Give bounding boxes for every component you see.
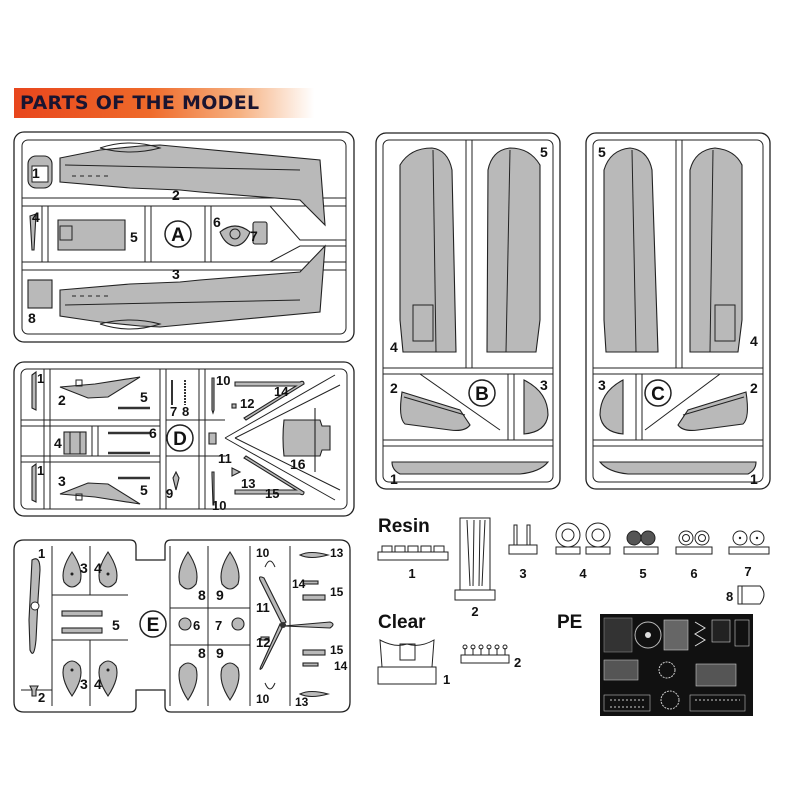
part-label: 12 bbox=[240, 396, 254, 411]
sprue-c: C 1 2 3 4 5 bbox=[585, 132, 771, 490]
part-label: 5 bbox=[112, 617, 120, 633]
part-label: 4 bbox=[94, 560, 102, 576]
part-label: 1 bbox=[32, 165, 40, 181]
part-label: 2 bbox=[38, 690, 45, 705]
part-label: 15 bbox=[265, 486, 279, 501]
part-label: 3 bbox=[172, 266, 180, 282]
part-label: 8 bbox=[198, 645, 206, 661]
sprue-d-letter: D bbox=[173, 429, 187, 450]
part-label: 6 bbox=[690, 566, 697, 581]
part-label: 9 bbox=[216, 587, 224, 603]
sprue-e: E 1 2 3 3 4 4 5 6 7 8 8 9 9 10 10 11 12 … bbox=[13, 539, 351, 713]
part-label: 5 bbox=[140, 389, 148, 405]
part-label: 2 bbox=[471, 604, 478, 619]
part-label: 9 bbox=[166, 486, 173, 501]
part-label: 14 bbox=[292, 577, 306, 591]
part-label: 13 bbox=[330, 546, 344, 560]
part-label: 3 bbox=[519, 566, 526, 581]
part-label: 4 bbox=[390, 339, 398, 355]
resin-section-title: Resin bbox=[378, 516, 430, 537]
part-label: 2 bbox=[172, 187, 180, 203]
sprue-c-letter: C bbox=[651, 384, 665, 405]
pe-section-title: PE bbox=[557, 612, 583, 633]
part-label: 4 bbox=[32, 209, 40, 225]
part-label: 12 bbox=[256, 635, 270, 650]
part-label: 7 bbox=[170, 404, 177, 419]
part-label: 11 bbox=[218, 451, 232, 466]
part-label: 5 bbox=[598, 144, 606, 160]
part-label: 15 bbox=[330, 585, 344, 599]
part-label: 14 bbox=[274, 384, 289, 399]
part-label: 13 bbox=[295, 695, 309, 709]
part-label: 11 bbox=[256, 600, 270, 615]
page-title: PARTS OF THE MODEL bbox=[20, 92, 260, 114]
part-label: 1 bbox=[37, 463, 44, 478]
part-label: 10 bbox=[216, 373, 230, 388]
part-label: 4 bbox=[579, 566, 587, 581]
header-banner: PARTS OF THE MODEL bbox=[14, 88, 314, 118]
part-label: 4 bbox=[94, 676, 102, 692]
part-label: 5 bbox=[540, 144, 548, 160]
part-label: 1 bbox=[38, 546, 45, 561]
part-label: 5 bbox=[130, 229, 138, 245]
part-label: 2 bbox=[58, 392, 66, 408]
part-label: 1 bbox=[37, 371, 44, 386]
part-label: 6 bbox=[193, 618, 200, 633]
part-label: 7 bbox=[215, 618, 222, 633]
part-label: 2 bbox=[514, 655, 521, 670]
part-label: 2 bbox=[390, 380, 398, 396]
part-label: 14 bbox=[334, 659, 348, 673]
part-label: 3 bbox=[80, 560, 88, 576]
sprue-a-letter: A bbox=[171, 225, 185, 246]
part-label: 3 bbox=[598, 377, 606, 393]
part-label: 8 bbox=[198, 587, 206, 603]
resin-parts: 1 2 3 4 5 6 7 8 bbox=[377, 517, 770, 619]
part-label: 1 bbox=[443, 672, 450, 687]
part-label: 5 bbox=[140, 482, 148, 498]
clear-section-title: Clear bbox=[378, 612, 426, 633]
part-label: 3 bbox=[540, 377, 548, 393]
part-label: 16 bbox=[290, 456, 306, 472]
part-label: 2 bbox=[750, 380, 758, 396]
pe-fret bbox=[600, 614, 753, 716]
sprue-b: B 1 2 3 4 5 bbox=[375, 132, 561, 490]
part-label: 8 bbox=[28, 310, 36, 326]
part-label: 4 bbox=[750, 333, 758, 349]
part-label: 6 bbox=[149, 425, 157, 441]
part-label: 10 bbox=[256, 692, 270, 706]
part-label: 1 bbox=[408, 566, 415, 581]
part-label: 1 bbox=[390, 471, 398, 487]
sprue-a: A 1 2 3 4 5 6 7 8 bbox=[13, 131, 355, 343]
part-label: 5 bbox=[639, 566, 646, 581]
part-label: 3 bbox=[58, 473, 66, 489]
part-label: 7 bbox=[744, 564, 751, 579]
part-label: 7 bbox=[250, 228, 258, 244]
sprue-e-letter: E bbox=[147, 615, 160, 636]
part-label: 1 bbox=[750, 471, 758, 487]
part-label: 10 bbox=[256, 546, 270, 560]
sprue-b-letter: B bbox=[475, 384, 489, 405]
part-label: 10 bbox=[212, 498, 226, 513]
clear-parts: 1 2 bbox=[377, 639, 521, 687]
part-label: 15 bbox=[330, 643, 344, 657]
part-label: 8 bbox=[726, 589, 733, 604]
part-label: 3 bbox=[80, 676, 88, 692]
part-label: 8 bbox=[182, 404, 189, 419]
part-label: 6 bbox=[213, 214, 221, 230]
part-label: 9 bbox=[216, 645, 224, 661]
part-label: 13 bbox=[241, 476, 255, 491]
sprue-d: D 1 1 2 3 4 5 5 6 7 8 9 10 10 11 12 13 1… bbox=[13, 361, 355, 517]
part-label: 4 bbox=[54, 435, 62, 451]
